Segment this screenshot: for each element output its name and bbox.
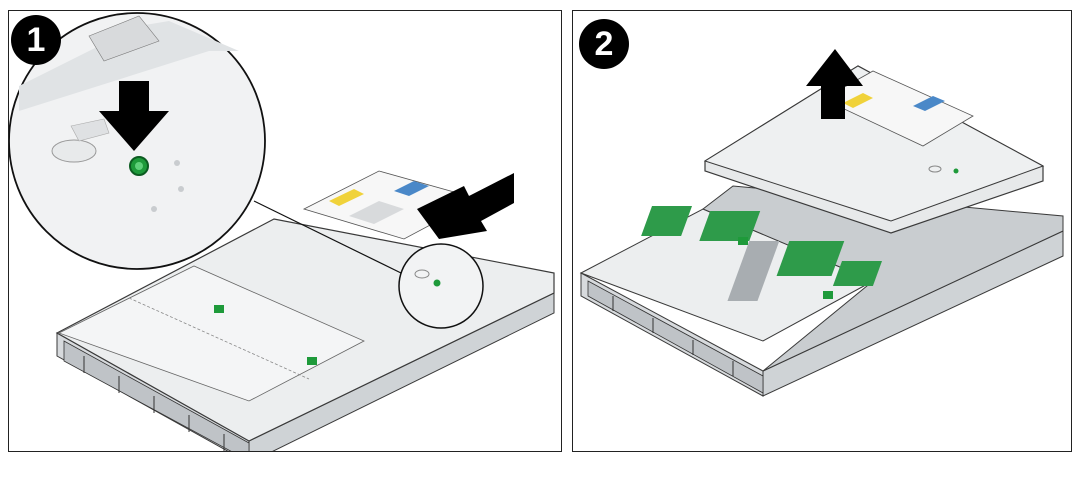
top-cover — [703, 65, 1045, 234]
latch-icon — [823, 291, 833, 299]
slide-arrow-icon — [417, 173, 514, 239]
magnifier-callout-icon — [398, 243, 484, 329]
drive-bays — [587, 280, 764, 394]
release-button-icon — [433, 279, 441, 287]
latch-icon — [738, 237, 748, 245]
down-arrow-icon — [99, 81, 169, 151]
release-button-icon — [953, 168, 959, 174]
step-1-panel: 1 — [8, 10, 562, 452]
step-number-badge: 2 — [579, 19, 629, 69]
step-2-illustration — [579, 49, 1064, 397]
step-1-illustration — [9, 12, 555, 451]
latch-icon — [214, 305, 224, 313]
step-number-badge: 1 — [11, 15, 61, 65]
step-2-panel: 2 — [572, 10, 1072, 452]
motherboard-components — [641, 206, 883, 301]
server-chassis — [579, 185, 1064, 397]
latch-icon — [307, 357, 317, 365]
up-arrow-icon — [806, 49, 863, 119]
drive-bays — [63, 340, 250, 451]
